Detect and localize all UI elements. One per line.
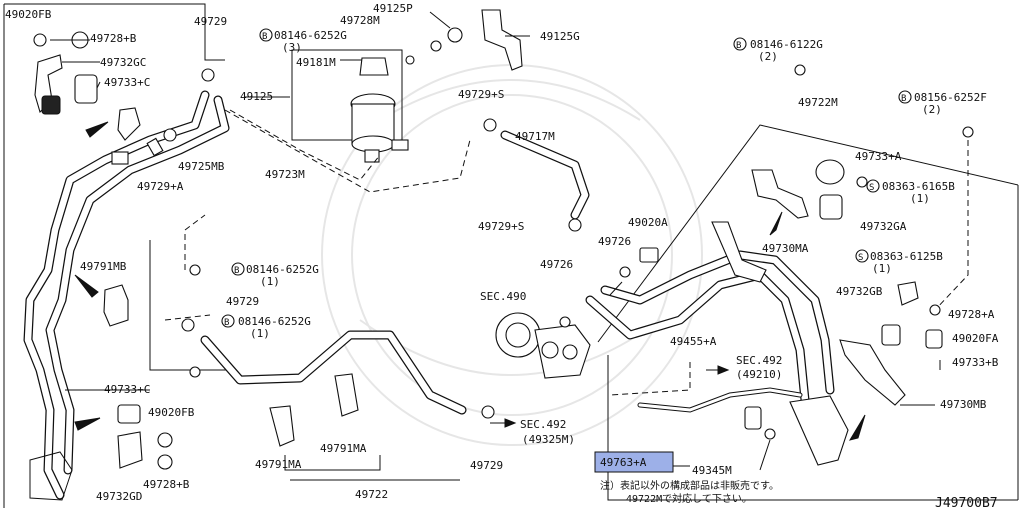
screw-s-icon: S [858,253,863,263]
dashed-leaders [164,109,969,396]
bolt-b-icon: B [262,32,267,42]
label-49728m: 49728M [340,14,380,27]
screw-callout-08363-6165b: S 08363-6165B (1) [866,179,955,205]
label-49725mb: 49725MB [178,160,225,173]
callout-labels: 49020FB 49728+B 49732GC 49733+C 49725MB … [5,2,999,510]
label-49732gb: 49732GB [836,285,883,298]
label-49723m: 49723M [265,168,305,181]
note-line-1: 注）表記以外の構成部品は非販売です。 [600,479,779,492]
highlight-box-49763a [594,451,674,473]
bracket-49125g [201,9,523,82]
label-49733c-bottom: 49733+C [104,383,150,396]
label-49763a: 49763+A [600,456,647,469]
label-49020fb-top: 49020FB [5,8,52,21]
label-49791ma-right: 49791MA [320,442,367,455]
label-49726-mid: 49726 [540,258,573,271]
qty-08363-6125b: (1) [872,262,892,275]
label-49020fa: 49020FA [952,332,999,345]
qty-08146-6252g-top: (3) [282,41,302,54]
brackets-right [751,64,974,441]
screw-callout-08363-6125b: S 08363-6125B (1) [855,249,943,275]
label-49020fb-bottom: 49020FB [148,406,195,419]
label-49732gc: 49732GC [100,56,146,69]
label-08363-6125b: 08363-6125B [870,250,943,263]
label-49730mb: 49730MB [940,398,987,411]
bolt-b-icon: B [234,266,239,276]
qty-08363-6165b: (1) [910,192,930,205]
qty-08146-6252g-mid: (1) [260,275,280,288]
label-49728a: 49728+A [948,308,995,321]
bolt-callout-08146-6252g-mid: B 08146-6252G (1) [231,262,319,288]
reservoir-49125 [350,57,409,163]
pressure-hose-49722m [585,124,1019,501]
label-08146-6252g-mid: 08146-6252G [246,263,319,276]
label-49125: 49125 [240,90,273,103]
label-49717m: 49717M [515,130,555,143]
clamp-49729a [111,107,177,165]
label-49733c-top: 49733+C [104,76,150,89]
bolt-callout-08146-6252g-3: B 08146-6252G (3) [259,28,347,54]
reservoir-frame [204,4,403,141]
label-49125g: 49125G [540,30,580,43]
label-49125p: 49125P [373,2,413,15]
label-49791mb: 49791MB [80,260,127,273]
clamp-49791mb [74,121,129,327]
label-49729-mid: 49729 [226,295,259,308]
label-sec492-left: SEC.492 [520,418,566,431]
label-49722: 49722 [355,488,388,501]
label-49729a: 49729+A [137,180,184,193]
label-sec492-right: SEC.492 [736,354,782,367]
label-49729s-top: 49729+S [458,88,504,101]
pipe-49722 [181,264,495,481]
label-49455a: 49455+A [670,335,717,348]
hose-49717m [483,118,590,220]
label-08146-6252g-top: 08146-6252G [274,29,347,42]
label-49020a: 49020A [628,216,668,229]
label-49730ma: 49730MA [762,242,809,255]
label-49733b: 49733+B [952,356,999,369]
label-49729-bottom: 49729 [470,459,503,472]
label-49729-top: 49729 [194,15,227,28]
qty-08146-6252g-low: (1) [250,327,270,340]
bolt-callout-08156-6252f: B 08156-6252F (2) [898,90,987,116]
bolt-callout-08146-6252g-low: B 08146-6252G (1) [221,314,311,340]
qty-08146-6122g: (2) [758,50,778,63]
label-49728b-top: 49728+B [90,32,137,45]
leader-lines [50,11,941,471]
label-08156-6252f: 08156-6252F [914,91,987,104]
label-sec492-left-sub: (49325M) [522,433,575,446]
label-49733a: 49733+A [855,150,902,163]
bolt-b-icon: B [736,41,741,51]
label-sec492-right-sub: (49210) [736,368,782,381]
diagram-code: J49700B7 [935,496,998,510]
label-49181m: 49181M [296,56,336,69]
bolt-b-icon: B [224,318,229,328]
bracket-49732gc [33,31,98,115]
label-49722m: 49722M [798,96,838,109]
note-line-2: 49722Mで対応して下さい。 [626,492,752,505]
screw-s-icon: S [869,183,874,193]
label-49728b-bottom: 49728+B [143,478,190,491]
sec492-arrows [490,365,730,428]
label-49345m: 49345M [692,464,732,477]
label-08363-6165b: 08363-6165B [882,180,955,193]
label-49732ga: 49732GA [860,220,907,233]
clamp-group-49733c [65,389,173,470]
bolt-b-icon: B [901,94,906,104]
label-08146-6122g: 08146-6122G [750,38,823,51]
label-49726-top: 49726 [598,235,631,248]
pipe-49791mb [23,90,230,501]
label-49732gd: 49732GD [96,490,142,503]
label-08146-6252g-low: 08146-6252G [238,315,311,328]
bolt-callout-08146-6122g: B 08146-6122G (2) [733,37,823,63]
qty-08156-6252f: (2) [922,103,942,116]
pump-sec490 [495,218,659,379]
label-sec490: SEC.490 [480,290,526,303]
label-49729s-mid: 49729+S [478,220,524,233]
label-49791ma-left: 49791MA [255,458,302,471]
